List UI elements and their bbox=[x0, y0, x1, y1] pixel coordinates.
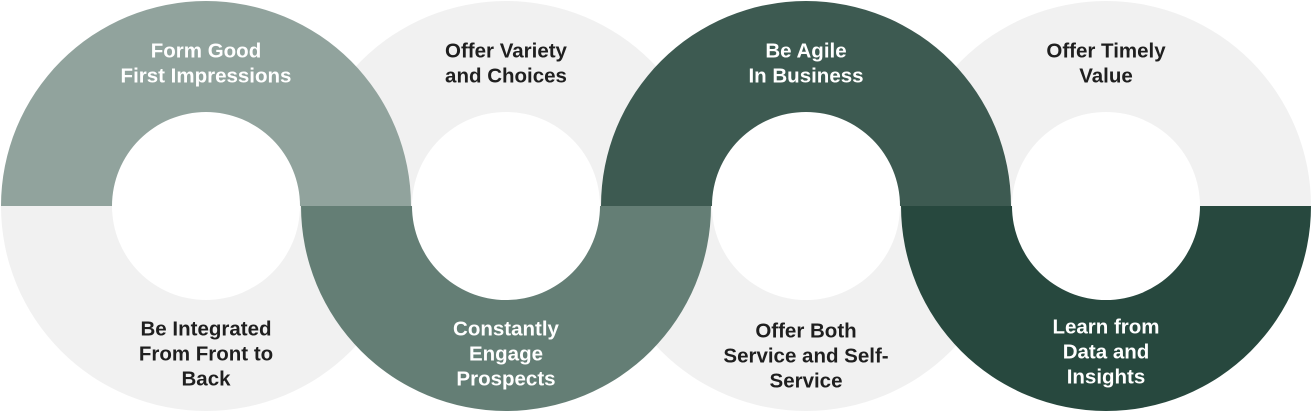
label-line: Engage bbox=[469, 343, 543, 366]
segment-form-good-first-impressions bbox=[1, 1, 411, 206]
label-line: Back bbox=[181, 368, 231, 391]
label-line: Offer Both bbox=[755, 320, 856, 343]
label-line: From Front to bbox=[139, 343, 273, 366]
label-line: In Business bbox=[748, 65, 863, 88]
label-line: Offer Timely bbox=[1046, 40, 1166, 63]
label-line: First Impressions bbox=[121, 65, 292, 88]
label-line: and Choices bbox=[445, 65, 567, 88]
label-line: Prospects bbox=[456, 368, 555, 391]
label-line: Constantly bbox=[453, 318, 560, 341]
label-line: Data and bbox=[1063, 341, 1150, 364]
label-line: Service bbox=[770, 370, 843, 393]
label-line: Learn from bbox=[1052, 316, 1159, 339]
label-line: Form Good bbox=[151, 40, 261, 63]
segment-constantly-engage-prospects bbox=[301, 206, 711, 411]
label-line: Service and Self- bbox=[723, 345, 888, 368]
segment-learn-from-data-and-insights bbox=[901, 206, 1311, 411]
label-line: Offer Variety bbox=[445, 40, 568, 63]
label-line: Value bbox=[1079, 65, 1133, 88]
label-line: Be Agile bbox=[765, 40, 846, 63]
label-line: Be Integrated bbox=[141, 318, 272, 341]
segment-be-agile-in-business bbox=[601, 1, 1011, 206]
label-line: Insights bbox=[1067, 366, 1146, 389]
